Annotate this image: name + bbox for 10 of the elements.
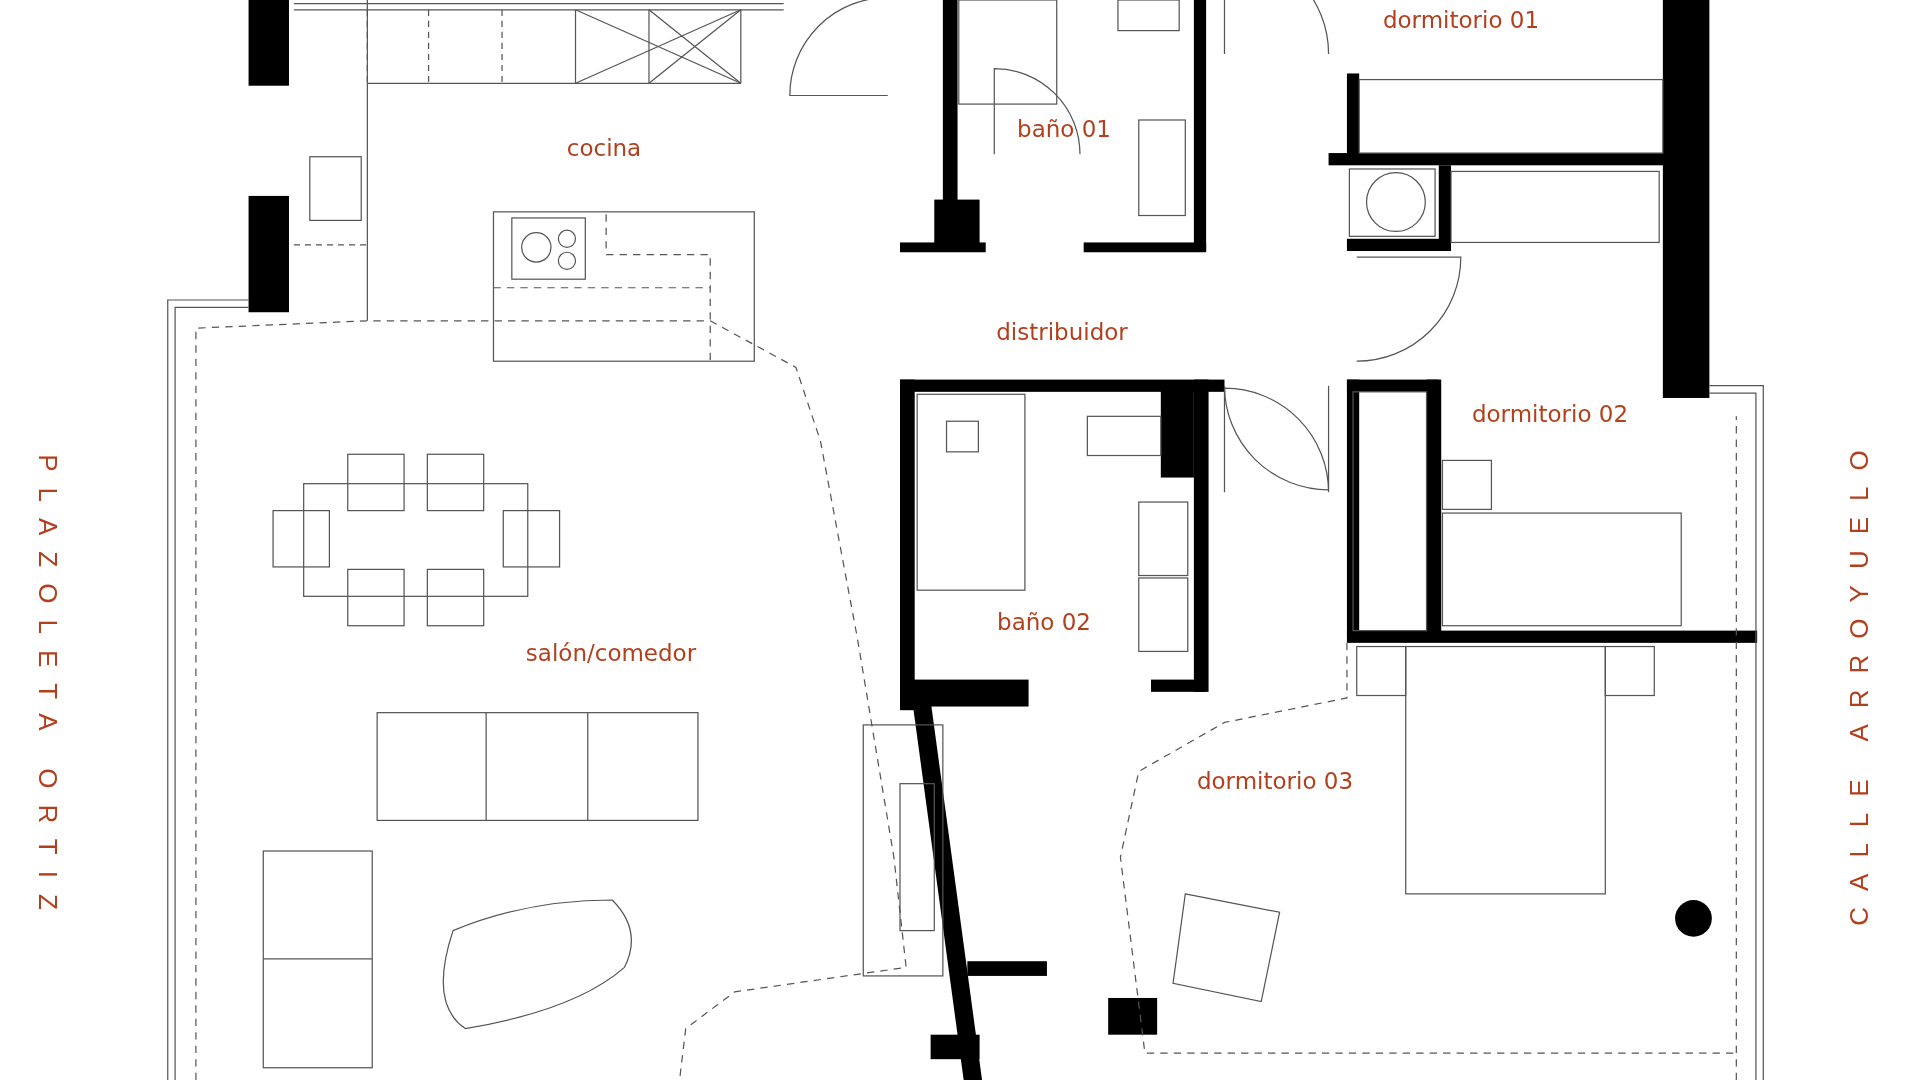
room-label: dormitorio 01: [1382, 7, 1540, 33]
room-label: baño 02: [997, 609, 1091, 635]
room-label: dormitorio 03: [1196, 768, 1354, 794]
room-label: distribuidor: [996, 319, 1128, 345]
room-label: cocina: [566, 135, 642, 161]
street-name: CALLE ARROYUELO: [1843, 434, 1875, 926]
room-label: baño 01: [1017, 116, 1111, 142]
street-name: PLAZOLETA ORTIZ: [31, 454, 63, 926]
room-label: salón/comedor: [525, 640, 697, 666]
room-label: dormitorio 02: [1471, 401, 1629, 427]
